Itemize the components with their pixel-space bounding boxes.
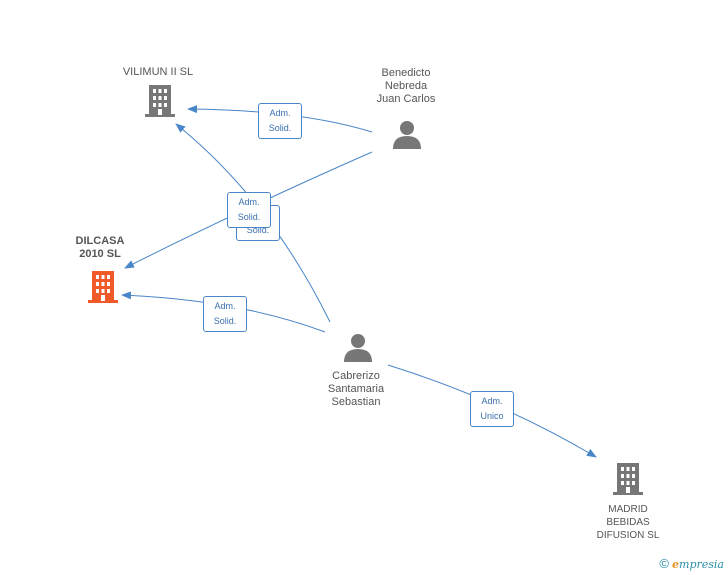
node-label-vilimun: VILIMUN II SL — [122, 66, 194, 78]
edge-label-line2: Solid. — [246, 225, 270, 235]
edge-label-line2: Unico — [480, 411, 504, 421]
person-icon[interactable] — [393, 121, 421, 149]
node-label-cabrerizo: Cabrerizo Santamaria Sebastian — [327, 370, 385, 408]
node-label-benedicto: Benedicto Nebreda Juan Carlos — [376, 67, 436, 105]
building-icon[interactable] — [88, 271, 118, 303]
copyright-icon: © — [659, 556, 669, 571]
node-label-madrid: MADRID BEBIDAS DIFUSION SL — [596, 504, 660, 541]
edge-label-line1: Adm. — [238, 197, 260, 207]
node-label-dilcasa: DILCASA 2010 SL — [75, 235, 125, 260]
building-icon[interactable] — [613, 463, 643, 495]
edge-label-adm-solid[interactable]: Adm. Solid. — [258, 103, 302, 139]
edge-label-line2: Solid. — [213, 316, 237, 326]
empresia-logo: © empresia — [659, 556, 724, 571]
edge-label-adm-solid[interactable]: Adm. Solid. — [227, 192, 271, 228]
edge-label-line1: Adm. — [269, 108, 291, 118]
edge-label-line2: Solid. — [268, 123, 292, 133]
edge-label-line1: Adm. — [214, 301, 236, 311]
edge-label-adm-solid[interactable]: Adm. Solid. — [203, 296, 247, 332]
edge-label-line2: Solid. — [237, 212, 261, 222]
building-icon[interactable] — [145, 85, 175, 117]
person-icon[interactable] — [344, 334, 372, 362]
edge-label-line1: Adm. — [481, 396, 503, 406]
brand-name: empresia — [672, 558, 724, 571]
edge-label-adm-unico[interactable]: Adm. Unico — [470, 391, 514, 427]
